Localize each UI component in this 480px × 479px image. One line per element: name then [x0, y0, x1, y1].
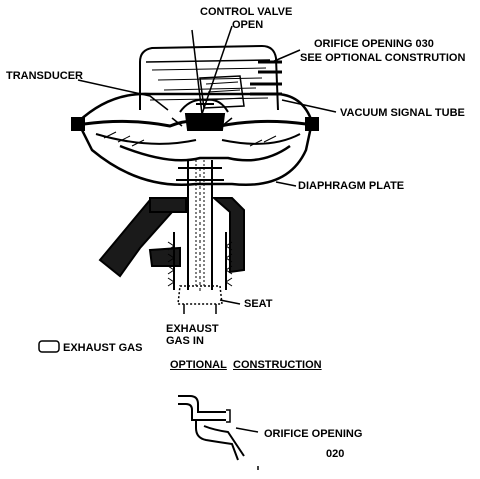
- seat-label: SEAT: [244, 298, 273, 310]
- valve-seat-body: [167, 168, 233, 314]
- construction-heading: CONSTRUCTION: [233, 359, 322, 371]
- exhaust-gas-in-label-line2: GAS IN: [166, 335, 204, 347]
- orifice-opening-020-value: 020: [326, 448, 345, 460]
- control-valve-label-line1: CONTROL VALVE: [200, 6, 293, 18]
- diaphragm-plate-label: DIAPHRAGM PLATE: [298, 180, 405, 192]
- optional-heading: OPTIONAL: [170, 359, 227, 371]
- mounting-flange: [98, 197, 245, 278]
- legend-swatch: [38, 340, 60, 353]
- optional-construction-inset: [178, 395, 259, 470]
- exhaust-gas-in-label-line1: EXHAUST: [166, 323, 219, 335]
- leader-lines: [77, 25, 337, 305]
- orifice-opening-020-label: ORIFICE OPENING: [264, 428, 363, 440]
- vacuum-signal-tube-label: VACUUM SIGNAL TUBE: [340, 107, 465, 119]
- control-valve-label-line2: OPEN: [232, 19, 264, 31]
- transducer-label: TRANSDUCER: [6, 70, 83, 82]
- see-optional-construction-label: SEE OPTIONAL CONSTRUTION: [300, 52, 466, 64]
- control-valve: [171, 98, 233, 131]
- orifice-opening-030-label: ORIFICE OPENING 030: [314, 38, 434, 50]
- legend-exhaust-gas-label: EXHAUST GAS: [63, 342, 143, 354]
